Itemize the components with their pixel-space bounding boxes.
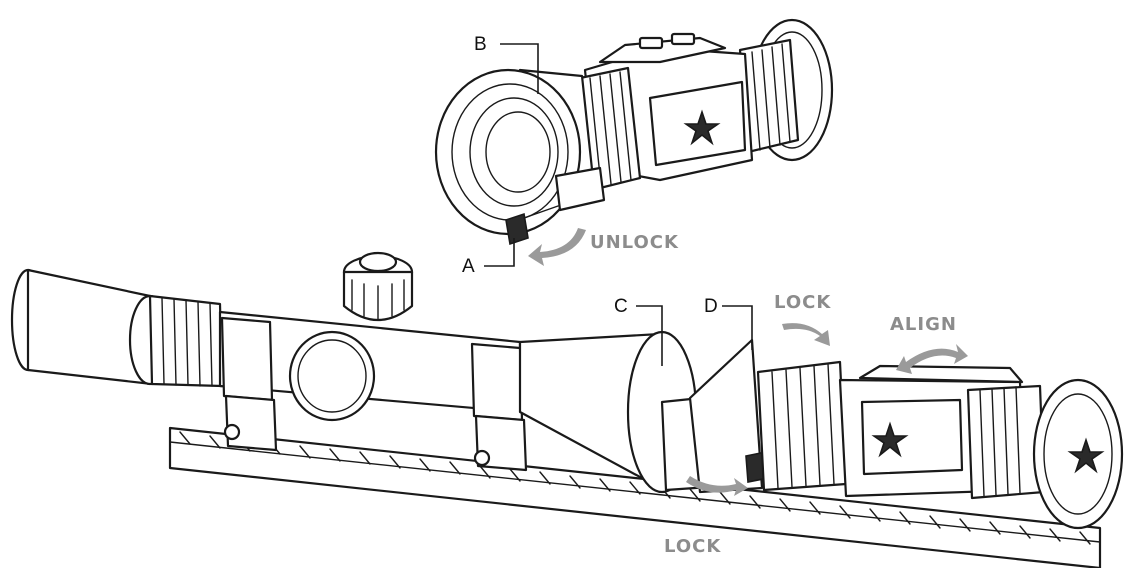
callout-b: B	[474, 34, 487, 55]
star-logo-icon	[683, 109, 721, 146]
elevation-turret	[342, 251, 414, 322]
lock-lever-a	[505, 166, 606, 246]
labels: B A C D UNLOCK LOCK ALIGN LOCK	[462, 34, 957, 557]
callout-d: D	[704, 296, 718, 317]
picatinny-rail	[168, 426, 1102, 568]
focus-ring-top	[578, 66, 642, 192]
lock-label-bottom: LOCK	[664, 536, 721, 557]
adapter-clamp-d	[660, 338, 769, 494]
lock-label-top: LOCK	[774, 292, 831, 313]
clip-on-unit-top	[434, 18, 834, 246]
callout-a: A	[462, 256, 475, 277]
unlock-arrow-icon	[528, 228, 586, 266]
action-arrows	[528, 228, 968, 496]
lock-arrow-icon	[782, 323, 830, 346]
lock-bottom-arrow-icon	[686, 476, 748, 496]
callout-c: C	[614, 296, 628, 317]
star-logo-icon	[871, 421, 909, 458]
front-ring-mount	[470, 342, 528, 472]
scope-eyepiece	[10, 268, 224, 388]
align-arrow-icon	[896, 344, 968, 374]
align-label: ALIGN	[890, 314, 957, 335]
mounted-clip-on-unit	[756, 360, 1124, 530]
star-logo-icon	[1067, 437, 1105, 474]
rear-barrel-top	[738, 38, 800, 154]
leader-lines	[484, 43, 753, 366]
adapter-ring-b	[434, 68, 596, 236]
unlock-label: UNLOCK	[590, 232, 679, 253]
parallax-dial	[288, 330, 376, 422]
rifle-scope-assembly	[10, 251, 1124, 568]
rear-ring-mount	[220, 316, 278, 452]
